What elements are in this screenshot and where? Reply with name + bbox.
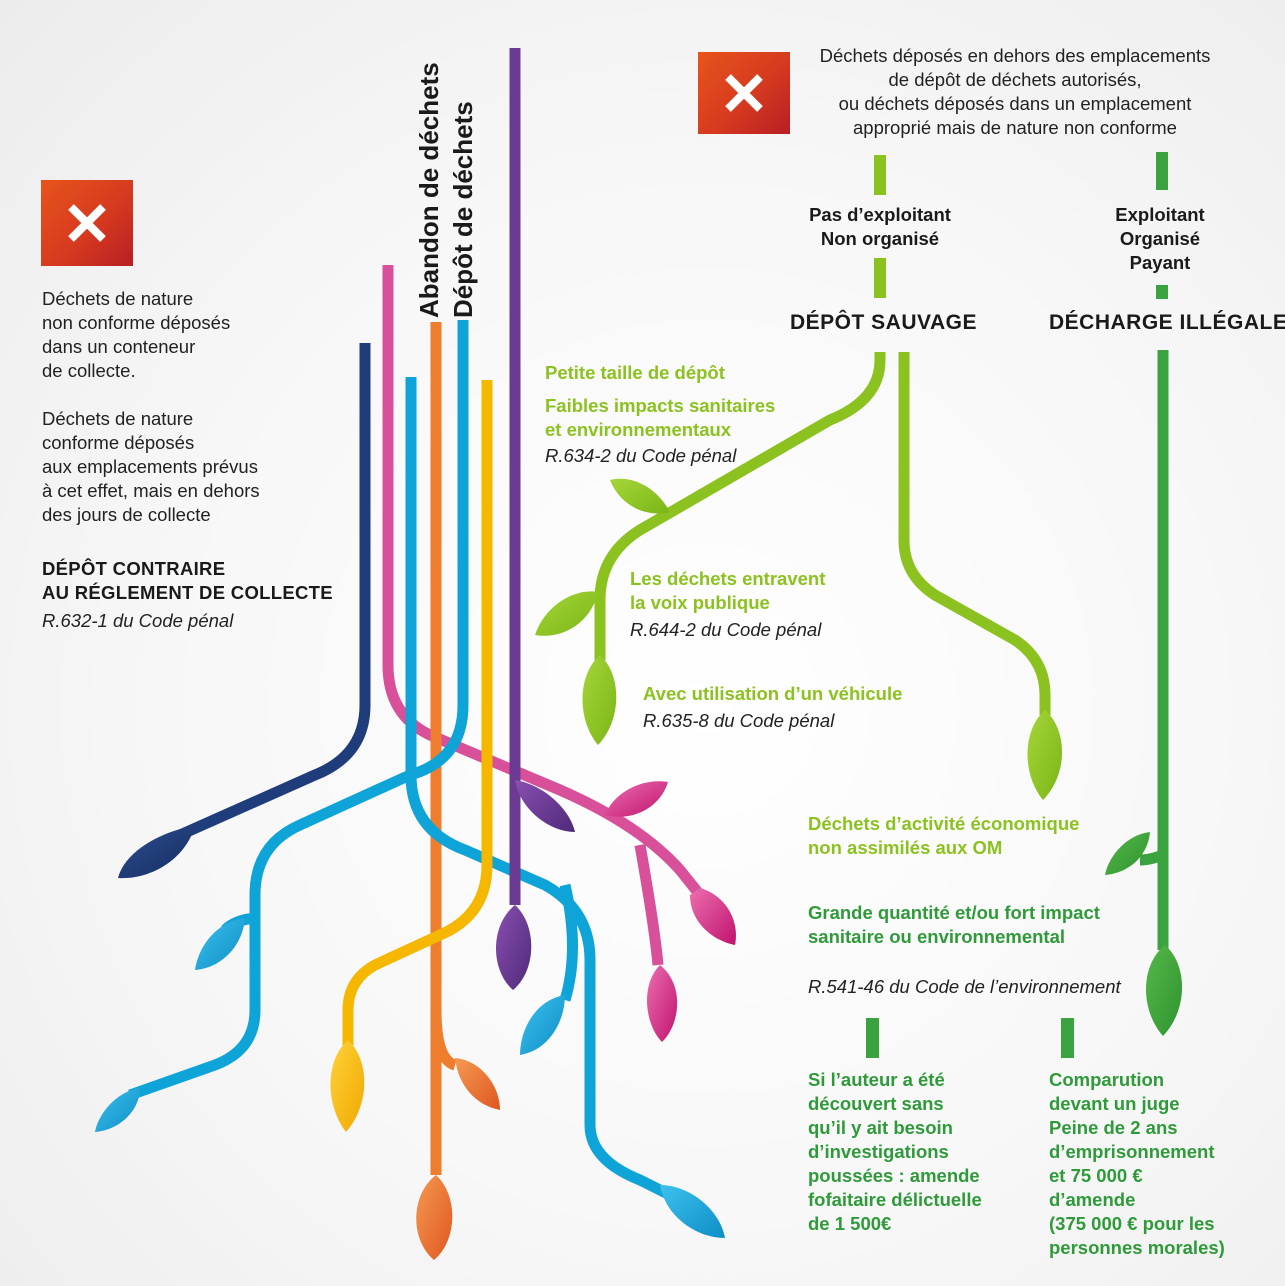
sauvage-small: Petite taille de dépôt xyxy=(545,362,725,383)
sauvage-law2: R.644-2 du Code pénal xyxy=(630,619,822,640)
connector-outcome-2 xyxy=(1061,1018,1074,1058)
sauvage-law1: R.634-2 du Code pénal xyxy=(545,445,737,466)
sauvage-law3: R.635-8 du Code pénal xyxy=(643,710,835,731)
outcome-comparution: Comparution devant un juge Peine de 2 an… xyxy=(1049,1069,1225,1258)
orange-leaf-bottom xyxy=(416,1175,453,1260)
sauvage-impacts: Faibles impacts sanitaires et environnem… xyxy=(545,395,776,440)
connector-outcome-1 xyxy=(866,1018,879,1058)
left-law: R.632-1 du Code pénal xyxy=(42,610,234,631)
cyan-leaf-b-bottom xyxy=(95,1088,140,1132)
title-abandon: Abandon de déchets xyxy=(414,62,444,318)
sauvage-voie: Les déchets entravent la voix publique xyxy=(630,568,826,613)
pink-leaf-bottom xyxy=(647,965,678,1042)
sauvage-branch-left xyxy=(594,352,886,660)
cyan-stem-a xyxy=(405,377,673,1200)
navy-stem xyxy=(177,343,371,841)
cyan-leaf-b-side xyxy=(195,918,245,970)
left-desc-2: Déchets de nature conforme déposés aux e… xyxy=(42,408,260,525)
decharge-quantite: Grande quantité et/ou fort impact sanita… xyxy=(808,902,1100,947)
title-depot-sauvage: DÉPÔT SAUVAGE xyxy=(790,311,977,334)
connector-top-left-2 xyxy=(874,258,886,298)
branch-label-right: Exploitant Organisé Payant xyxy=(1115,204,1205,273)
title-decharge-illegale: DÉCHARGE ILLÉGALE xyxy=(1049,311,1285,334)
yellow-stem xyxy=(342,380,493,1045)
decharge-branch xyxy=(1139,849,1165,866)
green-leaf-vehicule xyxy=(582,655,617,745)
cyan-leaf-a-side xyxy=(520,995,565,1055)
pink-leaf-right xyxy=(690,888,736,945)
cyan-stem-b xyxy=(128,320,469,1101)
reject-box-left xyxy=(41,180,133,266)
reject-box-top xyxy=(698,52,790,134)
connector-top-right-2 xyxy=(1156,285,1168,299)
decharge-activite: Déchets d’activité économique non assimi… xyxy=(808,813,1080,858)
left-title: DÉPÔT CONTRAIRE AU RÉGLEMENT DE COLLECTE xyxy=(42,558,333,603)
top-right-desc: Déchets déposés en dehors des emplacemen… xyxy=(819,45,1211,138)
sauvage-vehicule: Avec utilisation d’un véhicule xyxy=(643,683,903,704)
navy-leaf xyxy=(118,826,195,879)
pink-leaf-top xyxy=(605,781,668,817)
orange-branch xyxy=(430,1009,458,1071)
pink-stem xyxy=(382,265,705,899)
green-leaf-voie xyxy=(535,591,598,636)
close-icon xyxy=(725,74,763,112)
darkgreen-leaf-bottom xyxy=(1145,945,1183,1036)
outcome-amende: Si l’auteur a été découvert sans qu’il y… xyxy=(808,1069,982,1234)
branch-label-left: Pas d’exploitant Non organisé xyxy=(809,204,951,249)
title-depot: Dépôt de déchets xyxy=(448,101,478,318)
connector-top-right-1 xyxy=(1156,152,1168,190)
connector-top-left-1 xyxy=(874,155,886,195)
left-desc-1: Déchets de nature non conforme déposés d… xyxy=(42,288,231,381)
green-leaf-impacts xyxy=(610,478,670,514)
yellow-leaf xyxy=(330,1040,365,1132)
cyan-branch-a xyxy=(559,883,578,1002)
orange-leaf-side xyxy=(455,1058,500,1110)
green-leaf-activite xyxy=(1027,710,1063,800)
purple-leaf-top xyxy=(515,780,575,832)
sauvage-branch-right xyxy=(898,352,1051,715)
decharge-law: R.541-46 du Code de l’environnement xyxy=(808,976,1121,997)
darkgreen-leaf-side xyxy=(1105,832,1150,875)
cyan-leaf-a-bottom xyxy=(660,1185,725,1238)
pink-branch xyxy=(634,844,664,966)
close-icon xyxy=(68,204,106,242)
purple-leaf-bottom xyxy=(495,905,532,990)
